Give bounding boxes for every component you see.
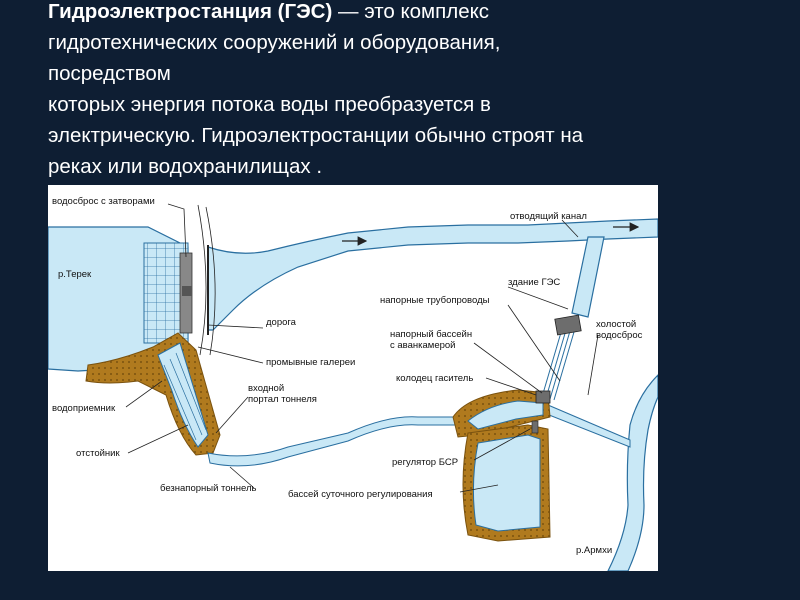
idle-spillway-channel [543, 404, 631, 448]
diagram-svg: водосброс с затворами р.Терек дорога про… [48, 196, 658, 571]
heading-line-1: — это комплекс [332, 0, 490, 23]
label-settling-basin: отстойник [76, 448, 120, 459]
label-stilling-well: колодец гаситель [396, 373, 473, 384]
label-daily-basin: бассей суточного регулирования [288, 489, 433, 500]
label-powerhouse: здание ГЭС [508, 277, 560, 288]
daily-basin-water [472, 434, 541, 532]
leader-lines [125, 203, 599, 493]
heading-line-3: посредством [48, 62, 171, 85]
penstock-lines [541, 328, 575, 401]
flow-curve [205, 206, 216, 356]
settling-lines [163, 352, 207, 441]
label-penstocks: напорные трубопроводы [380, 295, 490, 306]
regulator-block [531, 420, 539, 434]
label-idle-spillway: холостой водосброс [596, 319, 643, 341]
label-forebay-line2: с аванкамерой [390, 340, 455, 351]
label-river-terek: р.Терек [58, 269, 92, 280]
outlet-canal-shape [571, 236, 605, 318]
label-idle-spillway-line1: холостой [596, 319, 636, 330]
label-forebay-line1: напорный бассейн [390, 329, 472, 340]
flow-curve [197, 204, 207, 356]
label-river-armkhi: р.Армхи [576, 545, 612, 556]
heading-line-5: электрическую. Гидроэлектростанции обычн… [48, 124, 584, 147]
label-forebay: напорный бассейн с аванкамерой [390, 329, 475, 351]
label-spillway-gates: водосброс с затворами [52, 196, 155, 207]
river-channel [207, 218, 658, 331]
svg-text:водосброс с затворами: водосброс с затворами [52, 196, 155, 207]
forebay-water [467, 400, 544, 430]
heading-line-2: гидротехнических сооружений и оборудован… [48, 31, 501, 54]
gate-mechanism [182, 286, 192, 296]
label-idle-spillway-line2: водосброс [596, 330, 643, 341]
label-road: дорога [266, 317, 297, 328]
label-intake-portal-line2: портал тоннеля [248, 394, 317, 405]
label-regulator: регулятор БСР [392, 457, 458, 468]
heading-term: Гидроэлектростанция (ГЭС) [48, 0, 333, 23]
label-intake-portal-line1: входной [248, 383, 284, 394]
label-free-flow-tunnel: безнапорный тоннель [160, 483, 257, 494]
label-outlet-canal: отводящий канал [510, 211, 587, 222]
label-water-intake: водоприемник [52, 403, 116, 414]
heading-line-4: которых энергия потока воды преобразуетс… [48, 93, 491, 116]
label-intake-portal: входной портал тоннеля [248, 383, 317, 405]
powerhouse-block [554, 314, 582, 336]
label-flushing-galleries: промывные галереи [266, 357, 355, 368]
settling-basin-water [157, 342, 209, 448]
heading-line-6: реках или водохранилищах . [48, 155, 323, 178]
slide-heading: Гидроэлектростанция (ГЭС) — это комплекс… [48, 0, 788, 182]
hydro-plant-diagram: водосброс с затворами р.Терек дорога про… [48, 185, 658, 571]
river-armkhi-shape [607, 374, 658, 571]
stilling-well-block [535, 390, 551, 404]
